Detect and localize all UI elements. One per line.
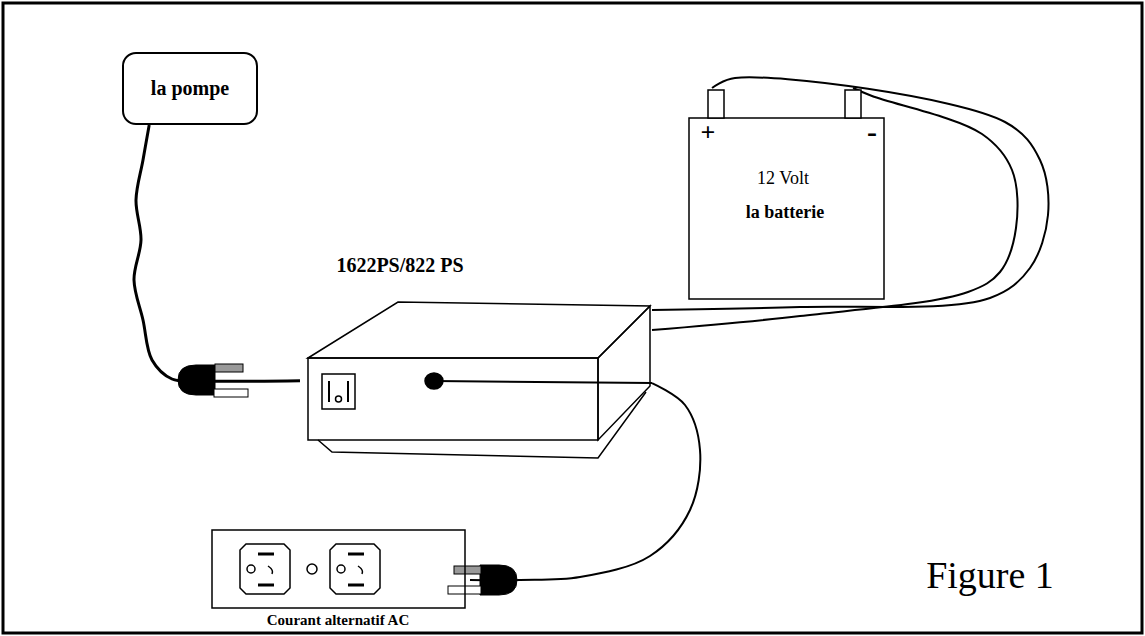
negative-sign: - xyxy=(867,115,877,150)
battery-terminal xyxy=(708,90,724,118)
pump-label: la pompe xyxy=(151,77,229,100)
node-outline xyxy=(300,250,652,465)
inverter-model: 1622PS/822 PS xyxy=(336,254,463,277)
figure-number: Figure 1 xyxy=(926,554,1054,598)
outlet-plate xyxy=(212,530,465,608)
inverter-top xyxy=(308,302,650,358)
power-cord xyxy=(134,125,300,381)
inverter-box: 1622PS/822 PS xyxy=(300,250,652,465)
inverter-side xyxy=(598,306,650,440)
pump-plug xyxy=(178,364,248,397)
ac-socket xyxy=(425,373,443,389)
wall-outlet: Courant alternatif AC xyxy=(205,528,470,632)
pump-box: la pompe xyxy=(122,52,258,125)
power-cord xyxy=(470,383,700,580)
power-cord xyxy=(652,88,1018,330)
node-outline xyxy=(205,528,470,632)
outlet-plug xyxy=(448,565,517,595)
positive-sign: + xyxy=(701,118,716,148)
inverter-base xyxy=(318,392,646,458)
power-cord xyxy=(652,77,1049,310)
node-outline xyxy=(688,88,885,300)
receptacle xyxy=(240,544,290,594)
battery-body xyxy=(689,118,884,299)
battery-label: la batterie xyxy=(746,202,824,223)
plate-screw xyxy=(307,564,317,574)
cord-inside-inverter xyxy=(434,381,652,383)
figure-frame xyxy=(3,3,1142,633)
receptacle xyxy=(330,544,380,594)
battery-terminal xyxy=(845,90,861,118)
battery-box: + - 12 Volt la batterie xyxy=(688,88,885,300)
outlet-label: Courant alternatif AC xyxy=(267,612,410,629)
battery-voltage: 12 Volt xyxy=(757,168,809,189)
power-switch xyxy=(322,374,355,409)
inverter-front xyxy=(308,358,598,440)
